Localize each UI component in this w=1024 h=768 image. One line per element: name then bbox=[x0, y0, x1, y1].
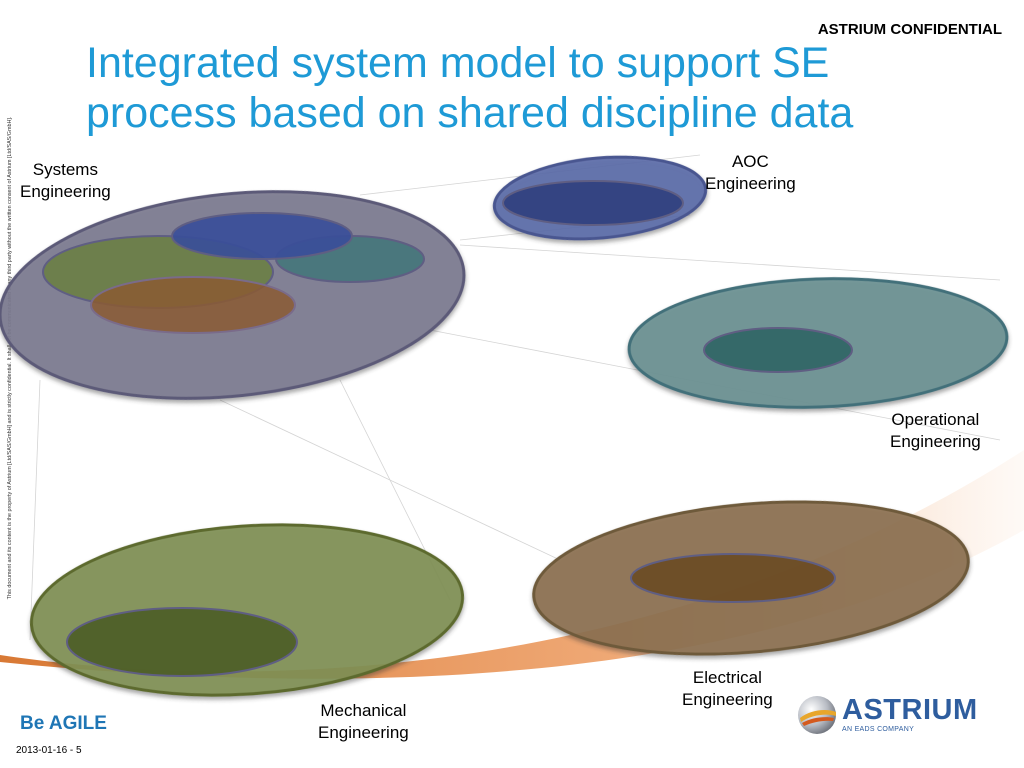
page-title: Integrated system model to support SE pr… bbox=[86, 38, 946, 138]
mechanical-inner-ellipse bbox=[66, 607, 298, 677]
be-agile-logo: Be AGILE bbox=[20, 713, 107, 734]
astrium-logo-text: ASTRIUM bbox=[842, 694, 978, 726]
systems-inner-blue-ellipse bbox=[171, 212, 353, 260]
aoc-inner-ellipse bbox=[502, 180, 684, 226]
electrical-inner-ellipse bbox=[630, 553, 836, 603]
operational-engineering-group bbox=[627, 277, 1009, 409]
systems-engineering-label: Systems Engineering bbox=[20, 160, 111, 201]
systems-inner-brown-ellipse bbox=[90, 276, 296, 334]
systems-engineering-group bbox=[0, 190, 466, 400]
operational-engineering-label: Operational Engineering bbox=[890, 410, 981, 451]
aoc-engineering-group bbox=[492, 155, 708, 241]
title-line-2: process based on shared discipline data bbox=[86, 89, 854, 137]
electrical-engineering-group bbox=[532, 500, 970, 656]
title-line-1: Integrated system model to support SE bbox=[86, 39, 830, 87]
mechanical-engineering-ellipse bbox=[29, 523, 465, 697]
confidential-marking: ASTRIUM CONFIDENTIAL bbox=[817, 21, 1002, 38]
electrical-engineering-label: Electrical Engineering bbox=[682, 668, 773, 709]
astrium-globe-icon bbox=[798, 696, 836, 734]
aoc-engineering-label: AOC Engineering bbox=[705, 152, 796, 193]
astrium-logo-tagline: AN EADS COMPANY bbox=[842, 726, 915, 733]
astrium-logo: ASTRIUM AN EADS COMPANY bbox=[796, 690, 1006, 742]
operational-inner-ellipse bbox=[703, 327, 853, 373]
slide-date: 2013-01-16 - 5 bbox=[16, 745, 82, 756]
mechanical-engineering-group bbox=[29, 523, 465, 697]
mechanical-engineering-label: Mechanical Engineering bbox=[318, 701, 409, 742]
